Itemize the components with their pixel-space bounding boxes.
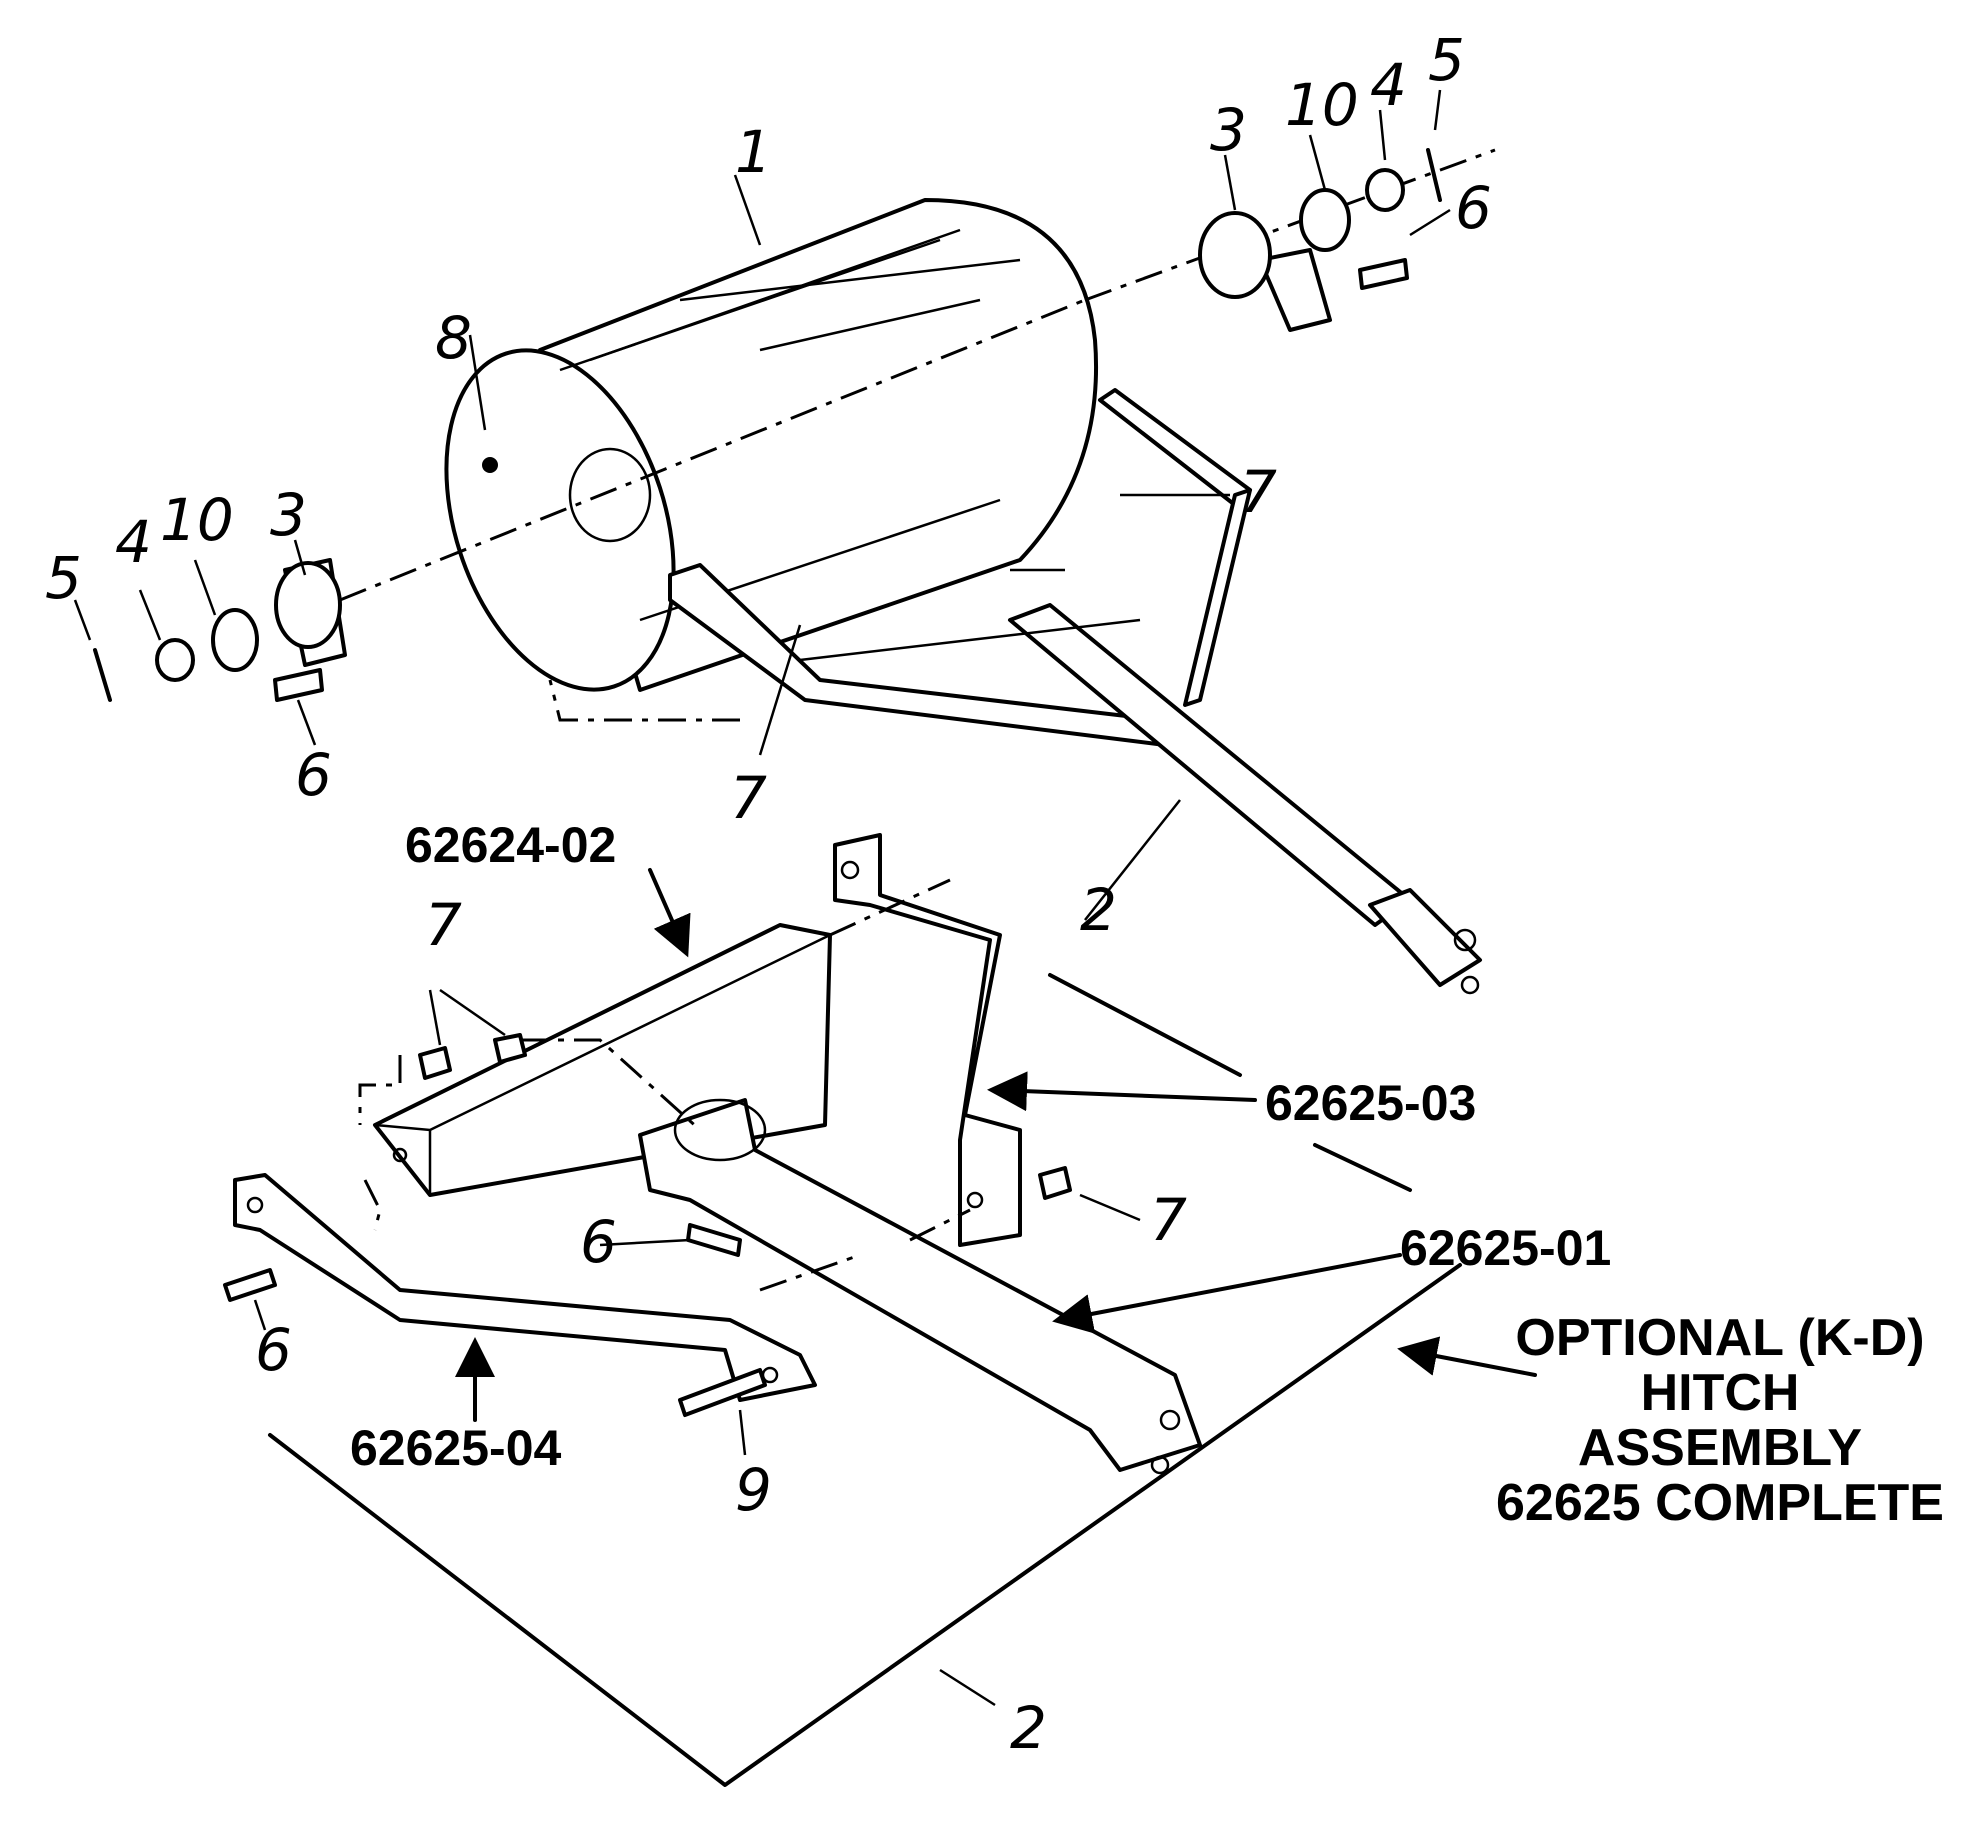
callout-5-right: 5 bbox=[1428, 26, 1465, 94]
right-bearing-group bbox=[1198, 148, 1442, 332]
callout-6-hitch-left: 6 bbox=[255, 1316, 292, 1384]
washer-right-4 bbox=[1365, 168, 1405, 212]
optional-label-line3: ASSEMBLY bbox=[1578, 1419, 1862, 1477]
hitch-brace-62625-03 bbox=[833, 833, 1022, 1247]
callout-2-frame: 2 bbox=[1080, 876, 1117, 944]
callout-10-left: 10 bbox=[160, 486, 234, 554]
callout-4-left: 4 bbox=[115, 508, 152, 576]
callout-3-left: 3 bbox=[270, 481, 307, 549]
bolt-hitch-6-mid bbox=[686, 1223, 742, 1257]
nut-hitch-7c bbox=[1038, 1166, 1072, 1200]
leader-lines bbox=[73, 89, 1451, 1707]
callout-7-hitch-right: 7 bbox=[1150, 1186, 1187, 1254]
bushing-left-10 bbox=[211, 608, 259, 672]
bearing-bracket-right bbox=[1258, 248, 1332, 332]
bolt-hitch-9 bbox=[678, 1368, 767, 1417]
bushing-right-10 bbox=[1299, 188, 1351, 252]
part-number-62625-03: 62625-03 bbox=[1265, 1075, 1476, 1131]
part-number-62624-02: 62624-02 bbox=[405, 817, 616, 873]
roller-frame bbox=[548, 388, 1482, 995]
callout-9: 9 bbox=[735, 1456, 772, 1524]
callout-6-hitch-mid: 6 bbox=[580, 1208, 617, 1276]
axle-centerline bbox=[339, 298, 1086, 602]
bearing-left-3 bbox=[274, 561, 342, 649]
cotter-pin-left-5 bbox=[93, 648, 112, 702]
callout-6-left: 6 bbox=[295, 741, 332, 809]
callout-1: 1 bbox=[735, 118, 772, 186]
nut-hitch-7b bbox=[493, 1033, 527, 1064]
callout-2-box: 2 bbox=[1010, 1694, 1047, 1762]
washer-left-4 bbox=[155, 638, 195, 682]
callout-10-right: 10 bbox=[1285, 71, 1359, 139]
hitch-divider-line-upper bbox=[1048, 973, 1242, 1077]
roller-drum bbox=[444, 198, 1099, 692]
callout-5-left: 5 bbox=[45, 544, 82, 612]
axle-centerline-right bbox=[1084, 148, 1496, 302]
hitch-strap-62625-04 bbox=[233, 1173, 817, 1402]
hitch-tongue-62625-01 bbox=[638, 1098, 1202, 1472]
bolt-hitch-6-left bbox=[223, 1268, 277, 1302]
optional-box-outline bbox=[268, 1263, 1462, 1787]
callout-4-right: 4 bbox=[1370, 51, 1407, 119]
grease-fitting-icon bbox=[482, 457, 498, 473]
optional-label-line4: 62625 COMPLETE bbox=[1496, 1474, 1944, 1532]
hitch-assembly bbox=[223, 833, 1202, 1475]
part-number-62625-04: 62625-04 bbox=[350, 1420, 561, 1476]
optional-hitch-label: OPTIONAL (K-D) HITCH ASSEMBLY 62625 COMP… bbox=[1496, 1309, 1944, 1532]
callout-3-right: 3 bbox=[1210, 96, 1247, 164]
bolt-right-6 bbox=[1358, 258, 1409, 290]
callout-7-upper-left: 7 bbox=[730, 764, 767, 832]
optional-label-line2: HITCH bbox=[1641, 1364, 1800, 1422]
optional-label-line1: OPTIONAL (K-D) bbox=[1515, 1309, 1924, 1367]
nut-hitch-7a bbox=[418, 1046, 452, 1080]
part-number-62625-01: 62625-01 bbox=[1400, 1220, 1611, 1276]
part-number-arrows bbox=[455, 868, 1537, 1422]
callout-6-right: 6 bbox=[1455, 174, 1492, 242]
callout-7-upper-right: 7 bbox=[1240, 458, 1277, 526]
callout-7-hitch-top: 7 bbox=[425, 891, 462, 959]
bolt-left-6 bbox=[273, 668, 324, 702]
hitch-divider-line-lower bbox=[1313, 1143, 1412, 1192]
callout-8: 8 bbox=[435, 304, 472, 372]
cotter-pin-right-5 bbox=[1426, 148, 1442, 202]
bearing-right-3 bbox=[1198, 211, 1272, 299]
left-bearing-group bbox=[93, 558, 347, 702]
